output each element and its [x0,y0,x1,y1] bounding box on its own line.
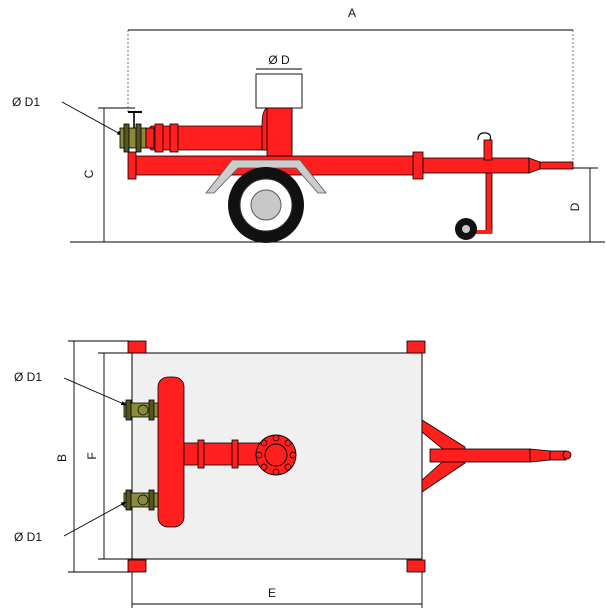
dim-label-dia-d: Ø D [268,53,290,67]
corner-post-tr [406,340,426,354]
corner-post-br [406,559,426,573]
pipe-riser [266,107,293,157]
dimension-f: F [85,352,132,560]
dim-label-d: D [568,202,582,211]
dim-label-a: A [348,6,356,20]
dim-label-dia-d1-top-upper: Ø D1 [14,370,42,384]
pipe-flange-left [154,123,164,153]
chassis-flange-rear [127,151,137,180]
dim-label-e: E [268,586,276,600]
top-inlet-valve-upper [123,399,159,421]
dim-label-f: F [85,452,99,459]
dim-label-b: B [55,454,69,462]
top-inlet-valve-lower [123,489,159,511]
corner-post-bl [127,559,147,573]
leader-d1-top-upper [63,377,127,406]
side-view: A C D Ø D Ø D1 [12,6,605,243]
dim-label-dia-d1-side: Ø D1 [12,95,40,109]
chassis-flange-mid [412,151,424,180]
dimension-dia-d: Ø D [255,53,303,109]
dimension-e: E [131,572,423,608]
tow-eye [539,161,574,170]
dimension-a: A [127,6,574,160]
drawbar-taper [528,157,541,174]
wheel-fender [205,159,327,194]
outlet-flange-box [255,73,303,109]
top-view: B F E Ø D1 Ø D1 [14,340,572,608]
dimension-b: B [55,340,130,573]
corner-post-tl [127,340,147,354]
road-wheel [228,167,304,243]
drawbar [422,157,530,174]
suction-pipe [149,125,269,151]
pipe-flange-right [169,123,179,153]
dim-label-dia-d1-top-lower: Ø D1 [14,530,42,544]
dimension-d: D [568,167,598,242]
leader-d1-top-lower [63,501,127,537]
leader-d1-side [61,101,123,136]
side-inlet-valve [119,111,155,153]
top-manifold [157,376,297,528]
top-drawbar [421,419,572,493]
dimension-c: C [82,107,135,243]
dim-label-c: C [82,169,96,178]
jockey-wheel [455,132,493,240]
